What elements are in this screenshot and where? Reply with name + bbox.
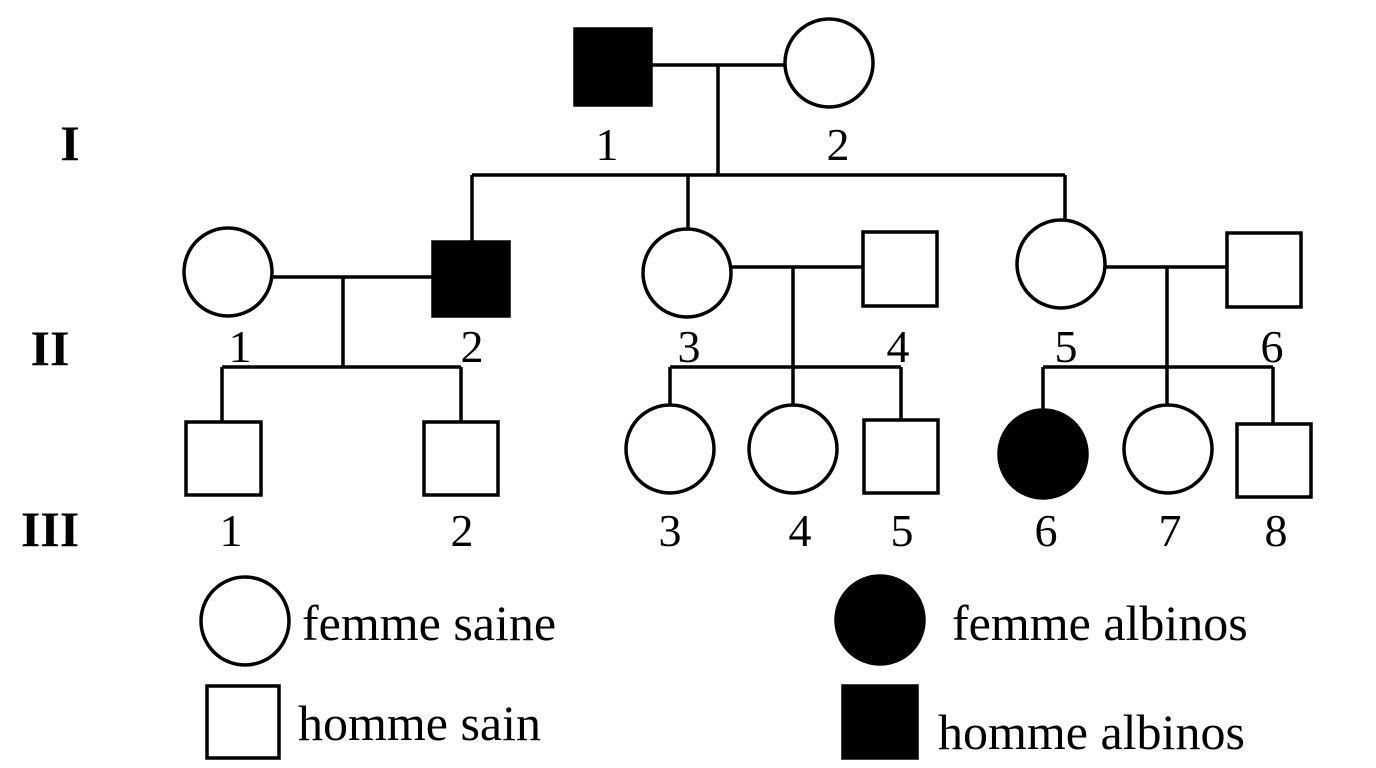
label-II5: 5 xyxy=(1055,321,1078,372)
individual-III8 xyxy=(1235,422,1313,499)
label-I2: 2 xyxy=(827,119,850,170)
individual-III1 xyxy=(184,420,263,497)
label-III7: 7 xyxy=(1159,505,1182,556)
individual-I1 xyxy=(573,27,653,107)
label-III4: 4 xyxy=(789,505,812,556)
generation-label-III: III xyxy=(21,501,79,557)
label-III3: 3 xyxy=(659,505,682,556)
individual-II6 xyxy=(1225,231,1303,309)
label-II1: 1 xyxy=(229,321,252,372)
individual-III7 xyxy=(1122,403,1214,495)
legend-healthy-male-symbol xyxy=(205,684,281,760)
legend-affected-female-label: femme albinos xyxy=(952,595,1248,651)
legend-affected-female-symbol xyxy=(834,574,926,666)
legend-affected-male-label: homme albinos xyxy=(938,704,1245,760)
legend-affected-male-symbol xyxy=(841,684,919,760)
label-III8: 8 xyxy=(1265,505,1288,556)
individual-III3 xyxy=(624,403,716,495)
individual-II2 xyxy=(431,240,511,318)
legend-healthy-male-label: homme sain xyxy=(298,695,541,751)
individual-II3 xyxy=(641,227,733,319)
generation-label-II: II xyxy=(31,320,70,376)
individual-II4 xyxy=(861,230,939,308)
legend-healthy-female-symbol xyxy=(199,575,291,667)
individual-III6 xyxy=(997,408,1089,500)
label-II4: 4 xyxy=(887,321,910,372)
label-II6: 6 xyxy=(1261,321,1284,372)
label-III5: 5 xyxy=(891,505,914,556)
individual-II5 xyxy=(1015,218,1107,310)
label-III2: 2 xyxy=(451,505,474,556)
individual-II1 xyxy=(182,226,274,318)
label-III6: 6 xyxy=(1035,505,1058,556)
label-I1: 1 xyxy=(596,119,619,170)
label-II2: 2 xyxy=(461,321,484,372)
generation-label-I: I xyxy=(60,115,79,171)
legend-healthy-female-label: femme saine xyxy=(302,595,556,651)
individual-III2 xyxy=(422,420,500,497)
individual-III4 xyxy=(747,403,839,495)
legend: femme saine homme sain femme albinos hom… xyxy=(199,574,1248,760)
label-III1: 1 xyxy=(220,505,243,556)
individual-I2 xyxy=(783,17,875,109)
label-II3: 3 xyxy=(678,321,701,372)
individual-III5 xyxy=(862,418,940,495)
